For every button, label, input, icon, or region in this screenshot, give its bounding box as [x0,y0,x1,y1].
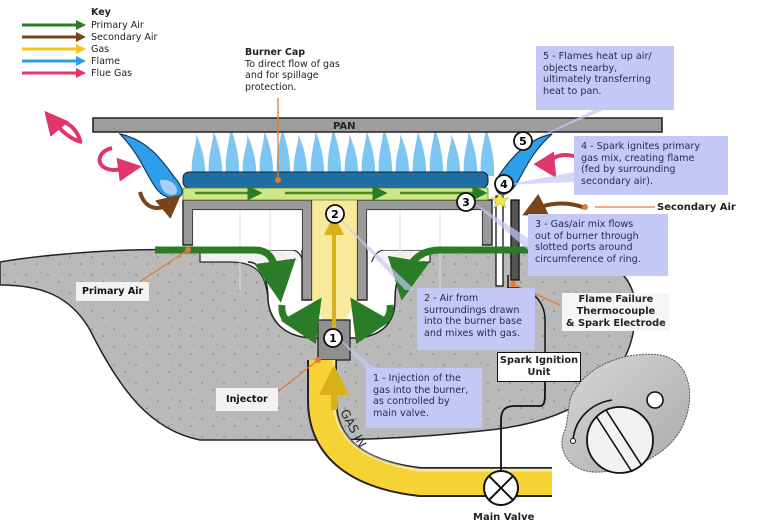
flame-tongue [446,134,461,176]
callout-line: 1 - Injection of the [373,373,461,384]
flame-tongue [310,130,325,176]
main-valve-symbol [483,470,519,506]
callout-line: into the burner base [424,316,523,327]
flames [191,126,495,176]
ignition-button [646,391,664,409]
label-line: Thermocouple [576,306,656,317]
callout-line: 5 - Flames heat up air/ [543,51,652,62]
flame-tongue [395,134,410,176]
callout-step-4: 4 - Spark ignites primary gas mix, creat… [574,136,728,195]
flame-failure-label: Flame Failure Thermocouple & Spark Elect… [562,293,670,331]
callout-step-5: 5 - Flames heat up air/ objects nearby, … [536,46,674,110]
callout-line: out of burner through [535,230,639,242]
step-badge-5 [513,131,533,151]
step-badge-4 [494,174,514,194]
flame-tongue [463,130,478,176]
step-badge-2 [325,204,345,224]
callout-line: objects nearby, [543,62,618,74]
legend-arrowhead [76,56,86,66]
legend-arrowhead [76,32,86,42]
callout-line: 3 - Gas/air mix flows [535,219,634,230]
step-badge-1 [323,328,343,348]
flame-tongue [293,134,308,176]
step-badge-number: 1 [329,332,337,345]
legend-arrowhead [76,68,86,78]
flame-tongue [242,134,257,176]
step-badge-number: 3 [462,196,470,209]
flame-tongue [378,126,393,176]
label-line: Unit [527,367,551,378]
step-badge-3 [456,192,476,212]
flame-tongue [327,126,342,176]
flame-tongue [259,130,274,176]
spark-ignition-unit-box: Spark Ignition Unit [497,352,581,382]
burner-cap-annotation: Burner Cap To direct flow of gas and for… [245,47,340,93]
callout-step-2: 2 - Air from surroundings drawn into the… [417,288,535,350]
legend-item-primary-air: Primary Air [91,20,144,31]
legend-item-flame: Flame [91,56,121,67]
spark-icon [490,191,510,209]
flame-tongue [429,126,444,176]
flame-tongue [412,130,427,176]
callout-line: gas into the burner, [373,384,469,396]
main-valve-label: Main Valve [473,512,535,523]
secondary-air-label: Secondary Air [657,202,736,213]
flame-tongue [480,126,495,176]
primary-air-label: Primary Air [76,282,150,301]
legend-arrowhead [76,44,86,54]
injector-label: Injector [216,388,278,411]
callout-line: ultimately transferring [543,74,651,85]
callout-line: 4 - Spark ignites primary [581,141,701,152]
callout-line: heat to pan. [543,85,602,97]
flame-tongue [208,130,223,176]
burner-cap-desc-1: To direct flow of gas [245,58,340,70]
flame-tongue [225,126,240,176]
legend-item-flue-gas: Flue Gas [91,68,133,79]
flame-tongue [191,134,206,176]
step-badge-number: 5 [519,135,527,148]
label-line: Flame Failure [578,294,654,305]
callout-line: (fed by surrounding [581,164,676,175]
callout-line: secondary air). [581,175,654,187]
pan-label: PAN [333,121,356,132]
label-line: & Spark Electrode [566,318,666,329]
callout-line: 2 - Air from [424,293,479,304]
callout-line: as controlled by [373,396,450,407]
step-badge-number: 2 [331,208,339,221]
pan [92,117,663,133]
legend-arrowhead [76,20,86,30]
flame-tongue [344,134,359,176]
label-line: Spark Ignition [499,355,579,366]
callout-step-3: 3 - Gas/air mix flows out of burner thro… [528,214,668,276]
burner-cap [182,171,489,189]
callout-line: surroundings drawn [424,304,520,316]
legend-item-secondary-air: Secondary Air [91,32,158,43]
flame-tongue [361,130,376,176]
callout-line: and mixes with gas. [424,327,520,339]
callout-line: gas mix, creating flame [581,152,695,164]
flame-tongue [276,126,291,176]
callout-line: circumference of ring. [535,253,641,265]
thermocouple [495,195,504,287]
legend-title: Key [91,7,111,18]
callout-step-1: 1 - Injection of the gas into the burner… [366,368,482,428]
legend-item-gas: Gas [91,44,110,55]
callout-line: main valve. [373,407,429,419]
callout-line: slotted ports around [535,242,633,253]
burner-cap-desc-2: and for spillage [245,70,319,81]
burner-cap-desc-3: protection. [245,81,297,93]
burner-cap-title: Burner Cap [245,47,306,58]
step-badge-number: 4 [500,178,508,191]
